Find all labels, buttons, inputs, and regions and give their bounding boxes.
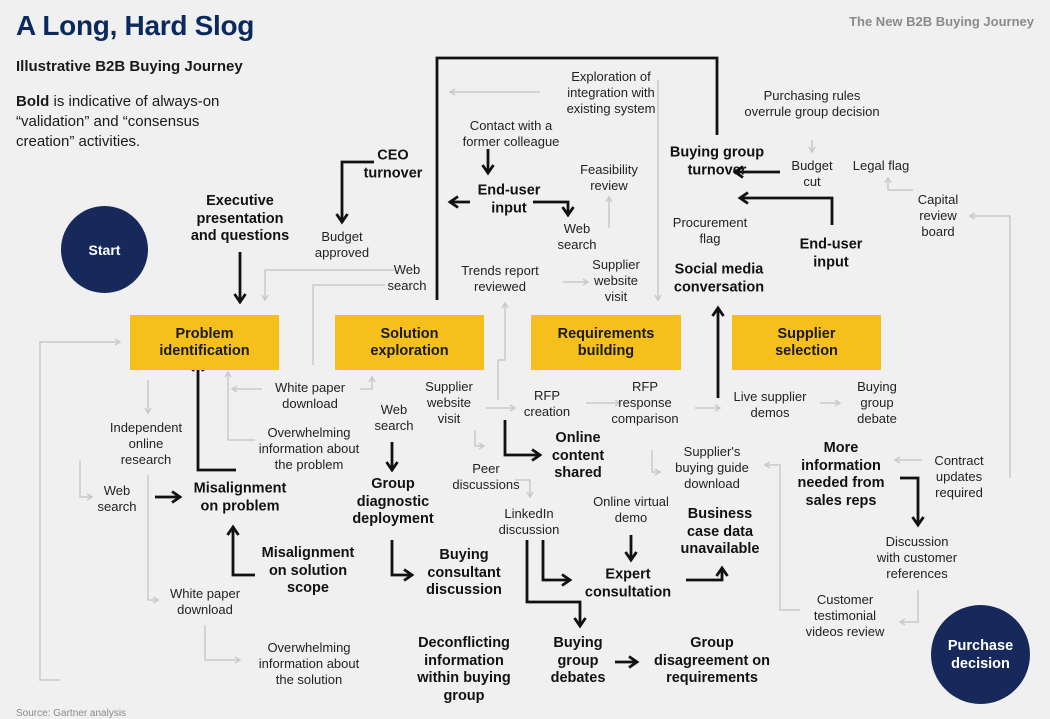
node-deconflicting: Deconflicting information within buying … bbox=[417, 635, 511, 704]
node-live-demos: Live supplier demos bbox=[733, 389, 807, 420]
node-business-case: Business case data unavailable bbox=[680, 505, 760, 557]
node-contact-colleague: Contact with a former colleague bbox=[462, 118, 560, 149]
start-circle: Start bbox=[61, 206, 148, 293]
node-social-media: Social media conversation bbox=[673, 261, 765, 296]
legend-note-text: is indicative of always-on “validation” … bbox=[16, 93, 220, 150]
node-testimonial-videos: Customer testimonial videos review bbox=[805, 592, 885, 639]
node-peer-discussions: Peer discussions bbox=[452, 461, 520, 492]
node-web-search-center: Web search bbox=[374, 402, 414, 433]
legend-note: Bold is indicative of always-on “validat… bbox=[16, 92, 256, 152]
page-title: A Long, Hard Slog bbox=[16, 10, 255, 41]
node-feasibility-review: Feasibility review bbox=[580, 162, 638, 193]
stage-solution-exploration: Solution exploration bbox=[335, 315, 484, 370]
node-white-paper-top: White paper download bbox=[274, 380, 346, 411]
node-legal-flag: Legal flag bbox=[852, 158, 910, 173]
node-capital-review: Capital review board bbox=[917, 192, 959, 239]
node-contract-updates: Contract updates required bbox=[934, 453, 984, 500]
node-online-content: Online content shared bbox=[551, 429, 605, 481]
node-buying-group-turnover: Buying group turnover bbox=[669, 144, 765, 179]
node-misalignment-solution: Misalignment on solution scope bbox=[261, 544, 355, 596]
node-supplier-website-top: Supplier website visit bbox=[592, 257, 640, 304]
thin-arrows bbox=[39, 80, 1011, 681]
node-suppliers-guide: Supplier's buying guide download bbox=[675, 444, 749, 491]
node-rfp-response: RFP response comparison bbox=[611, 379, 679, 426]
node-web-search-top: Web search bbox=[387, 262, 427, 293]
node-independent-research: Independent online research bbox=[109, 420, 183, 467]
node-overwhelming-solution: Overwhelming information about the solut… bbox=[258, 640, 360, 687]
brand-title: The New B2B Buying Journey bbox=[849, 14, 1034, 29]
node-customer-references: Discussion with customer references bbox=[876, 534, 958, 581]
node-buying-group-debates: Buying group debates bbox=[550, 634, 606, 686]
stage-problem-identification: Problem identification bbox=[130, 315, 279, 370]
node-web-search-left: Web search bbox=[97, 483, 137, 514]
node-misalignment-problem: Misalignment on problem bbox=[193, 480, 287, 515]
node-exploration-integration: Exploration of integration with existing… bbox=[566, 69, 656, 116]
node-end-user-input-right: End-user input bbox=[799, 236, 863, 271]
purchase-decision-circle: Purchase decision bbox=[931, 605, 1030, 704]
stage-supplier-selection: Supplier selection bbox=[732, 315, 881, 370]
node-end-user-input-top: End-user input bbox=[477, 182, 541, 217]
node-executive-presentation: Executive presentation and questions bbox=[190, 192, 290, 244]
node-trends-report: Trends report reviewed bbox=[461, 263, 539, 294]
node-budget-approved: Budget approved bbox=[314, 229, 370, 260]
legend-note-bold: Bold bbox=[16, 93, 50, 110]
node-purchasing-rules: Purchasing rules overrule group decision bbox=[744, 88, 880, 119]
node-group-diagnostic: Group diagnostic deployment bbox=[352, 475, 434, 527]
node-buying-consultant: Buying consultant discussion bbox=[426, 546, 502, 598]
subtitle: Illustrative B2B Buying Journey bbox=[16, 58, 243, 75]
node-supplier-website-center: Supplier website visit bbox=[425, 379, 473, 426]
node-procurement-flag: Procurement flag bbox=[672, 215, 748, 246]
node-buying-group-debate: Buying group debate bbox=[857, 379, 897, 426]
node-expert-consultation: Expert consultation bbox=[584, 566, 672, 601]
node-online-demo: Online virtual demo bbox=[593, 494, 669, 525]
node-rfp-creation: RFP creation bbox=[523, 388, 571, 419]
node-group-disagreement: Group disagreement on requirements bbox=[653, 634, 771, 686]
source-note: Source: Gartner analysis bbox=[16, 708, 127, 719]
bold-arrows bbox=[155, 56, 925, 669]
node-overwhelming-problem: Overwhelming information about the probl… bbox=[258, 425, 360, 472]
node-budget-cut: Budget cut bbox=[791, 158, 833, 189]
node-linkedin: LinkedIn discussion bbox=[498, 506, 560, 537]
node-web-search-mid: Web search bbox=[557, 221, 597, 252]
node-more-information: More information needed from sales reps bbox=[797, 440, 885, 509]
stage-requirements-building: Requirements building bbox=[531, 315, 681, 370]
node-white-paper-bottom: White paper download bbox=[169, 586, 241, 617]
node-ceo-turnover: CEO turnover bbox=[363, 147, 423, 182]
